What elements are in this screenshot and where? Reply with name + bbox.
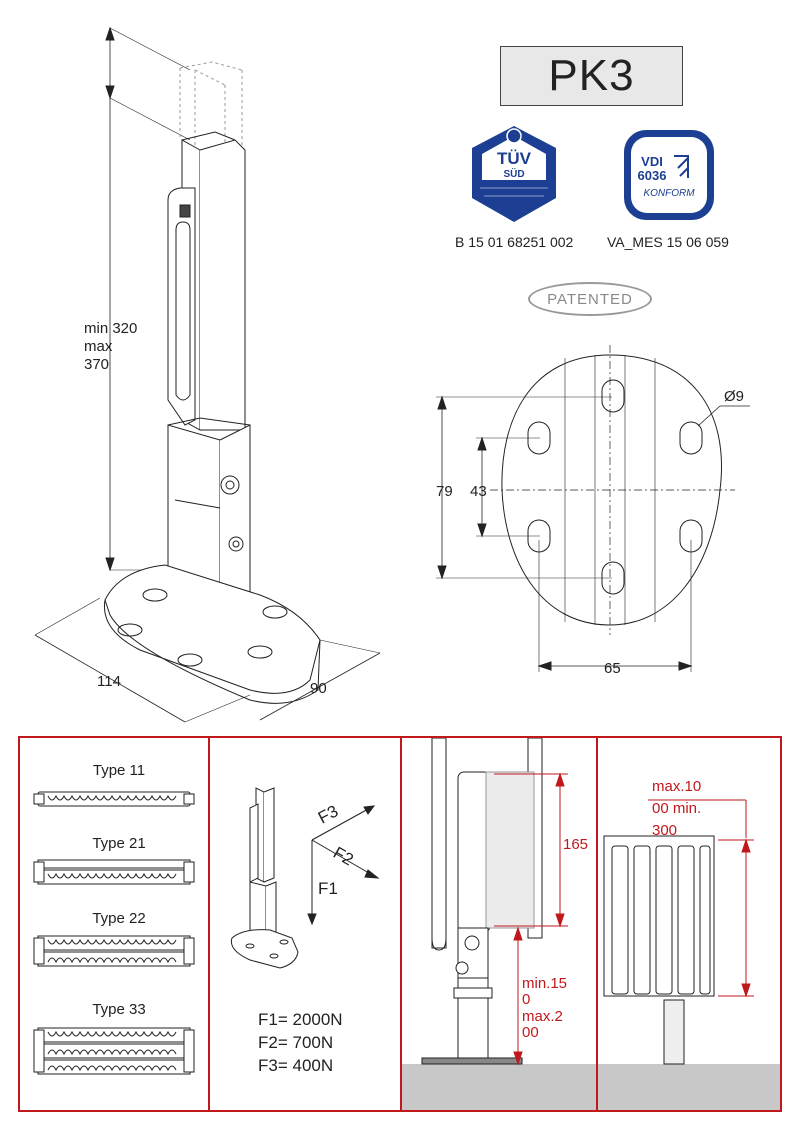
front-gap-line2: 00 min.	[652, 800, 702, 817]
tuv-sud-logo: TÜV SÜD	[472, 126, 556, 222]
type-11-section	[33, 791, 195, 807]
plate-width-dimension: 65	[604, 660, 621, 677]
f1-arrow-label: F1	[318, 879, 338, 898]
type-11-label: Type 11	[92, 762, 146, 779]
f3-arrow-label: F3	[315, 801, 341, 827]
patented-label: PATENTED	[547, 290, 633, 308]
side-height-dimension: 165	[563, 836, 589, 853]
hole-diameter-label: Ø9	[724, 388, 745, 405]
outer-height-dimension: 79	[436, 483, 453, 500]
panel-front-installation	[596, 736, 782, 1112]
type-33-section	[33, 1027, 195, 1075]
plate-top-view-drawing	[436, 345, 750, 672]
vdi-logo-line1: VDI	[641, 154, 663, 169]
front-gap-line1: max.10	[652, 778, 702, 795]
floor-gap-line3: max.2	[522, 1008, 563, 1025]
inner-height-dimension: 43	[470, 483, 487, 500]
f2-arrow-label: F2	[330, 843, 357, 869]
vdi-certificate-code: VA_MES 15 06 059	[607, 234, 729, 250]
floor-gap-line1: min.15	[522, 975, 568, 992]
type-21-section	[33, 859, 195, 885]
vdi-logo-line2: 6036	[638, 168, 667, 183]
height-min-label: min 320	[84, 320, 138, 337]
side-installation-drawing	[402, 738, 596, 1110]
force-f2-value: F2= 700N	[258, 1033, 334, 1052]
type-21-label: Type 21	[92, 835, 146, 852]
force-f1-value: F1= 2000N	[258, 1010, 343, 1029]
front-installation-drawing	[598, 799, 780, 1110]
width-dimension: 90	[310, 680, 327, 697]
force-f3-value: F3= 400N	[258, 1056, 334, 1075]
tuv-logo-sub: SÜD	[503, 167, 524, 180]
model-title-box: PK3	[500, 46, 683, 106]
patented-stamp: PATENTED	[528, 282, 652, 316]
vdi-6036-logo: VDI 6036 KONFORM	[624, 130, 714, 220]
type-22-label: Type 22	[92, 910, 146, 927]
type-33-label: Type 33	[92, 1001, 146, 1018]
depth-dimension: 114	[97, 673, 121, 690]
tuv-logo-top: TÜV	[497, 149, 532, 168]
type-22-section	[33, 935, 195, 967]
height-max-value: 370	[84, 356, 110, 373]
tuv-certificate-code: B 15 01 68251 002	[455, 234, 574, 250]
force-diagram: F3 F2 F1	[230, 787, 380, 969]
front-gap-line3: 300	[652, 822, 678, 839]
bracket-isometric-drawing	[34, 26, 381, 723]
height-max-label: max	[84, 338, 113, 355]
model-title: PK3	[548, 51, 635, 100]
vdi-logo-line3: KONFORM	[643, 188, 695, 199]
radiator-type-sections	[33, 791, 195, 1075]
floor-gap-line4: 00	[522, 1024, 539, 1041]
floor-gap-line2: 0	[522, 991, 531, 1008]
